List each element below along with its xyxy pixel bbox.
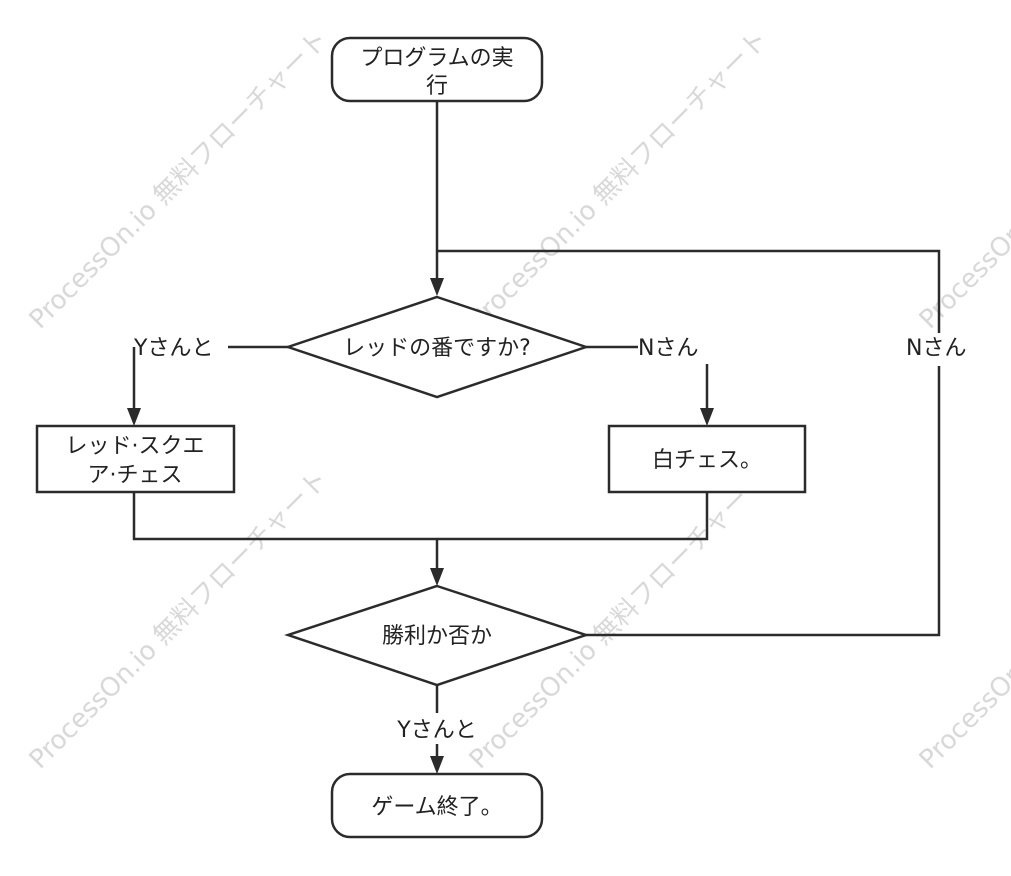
end-terminator (330, 772, 544, 839)
white-chess-box (607, 424, 807, 494)
edge-label-red-no: Nさん (638, 336, 698, 361)
win-or-not-diamond (284, 584, 590, 687)
arrowheads (127, 278, 714, 774)
edge-red-to-merge (132, 492, 709, 541)
edges (132, 101, 941, 760)
node-win-or-not: 勝利か否か (284, 584, 590, 687)
watermark-text: ProcessOn.io 無料フローチャート (914, 25, 1011, 335)
win-or-not-label: 勝利か否か (382, 624, 492, 649)
watermark-text: ProcessOn.io 無料フローチャート (24, 465, 334, 775)
is-red-turn-label: レッドの番ですか? (343, 336, 531, 361)
is-red-turn-diamond (284, 295, 590, 399)
edge-labels: Yさんと Nさん Nさん Yさんと (133, 336, 966, 743)
start-label-line2: 行 (426, 74, 448, 99)
arrowhead-to-win (430, 568, 444, 586)
end-label: ゲーム終了。 (371, 795, 502, 820)
node-start: プログラムの実 行 (330, 36, 544, 103)
red-chess-label-line1: レッド·スクエ (66, 434, 205, 459)
start-terminator (330, 36, 544, 103)
start-label-line1: プログラムの実 (360, 46, 513, 71)
watermark-text: ProcessOn.io 無料フローチャート (914, 465, 1011, 775)
node-red-chess: レッド·スクエ ア·チェス (35, 424, 236, 494)
edge-label-win-no: Nさん (906, 336, 966, 361)
node-is-red-turn: レッドの番ですか? (284, 295, 590, 399)
edge-win-no-loop-top (437, 249, 941, 333)
arrowhead-to-end (430, 756, 444, 774)
edge-label-win-yes: Yさんと (396, 718, 476, 743)
watermark-group: ProcessOn.io 無料フローチャート ProcessOn.io 無料フロ… (24, 25, 1011, 775)
white-chess-label: 白チェス。 (652, 448, 762, 473)
arrowhead-to-decision (430, 278, 444, 296)
arrowhead-to-red (127, 408, 141, 426)
edge-win-no-loop (586, 366, 941, 637)
node-end: ゲーム終了。 (330, 772, 544, 839)
node-white-chess: 白チェス。 (607, 424, 807, 494)
red-chess-box (35, 424, 236, 494)
edge-label-red-yes: Yさんと (133, 336, 213, 361)
red-chess-label-line2: ア·チェス (88, 463, 183, 488)
watermark-text: ProcessOn.io 無料フローチャート (24, 25, 334, 335)
arrowhead-to-white (700, 408, 714, 426)
